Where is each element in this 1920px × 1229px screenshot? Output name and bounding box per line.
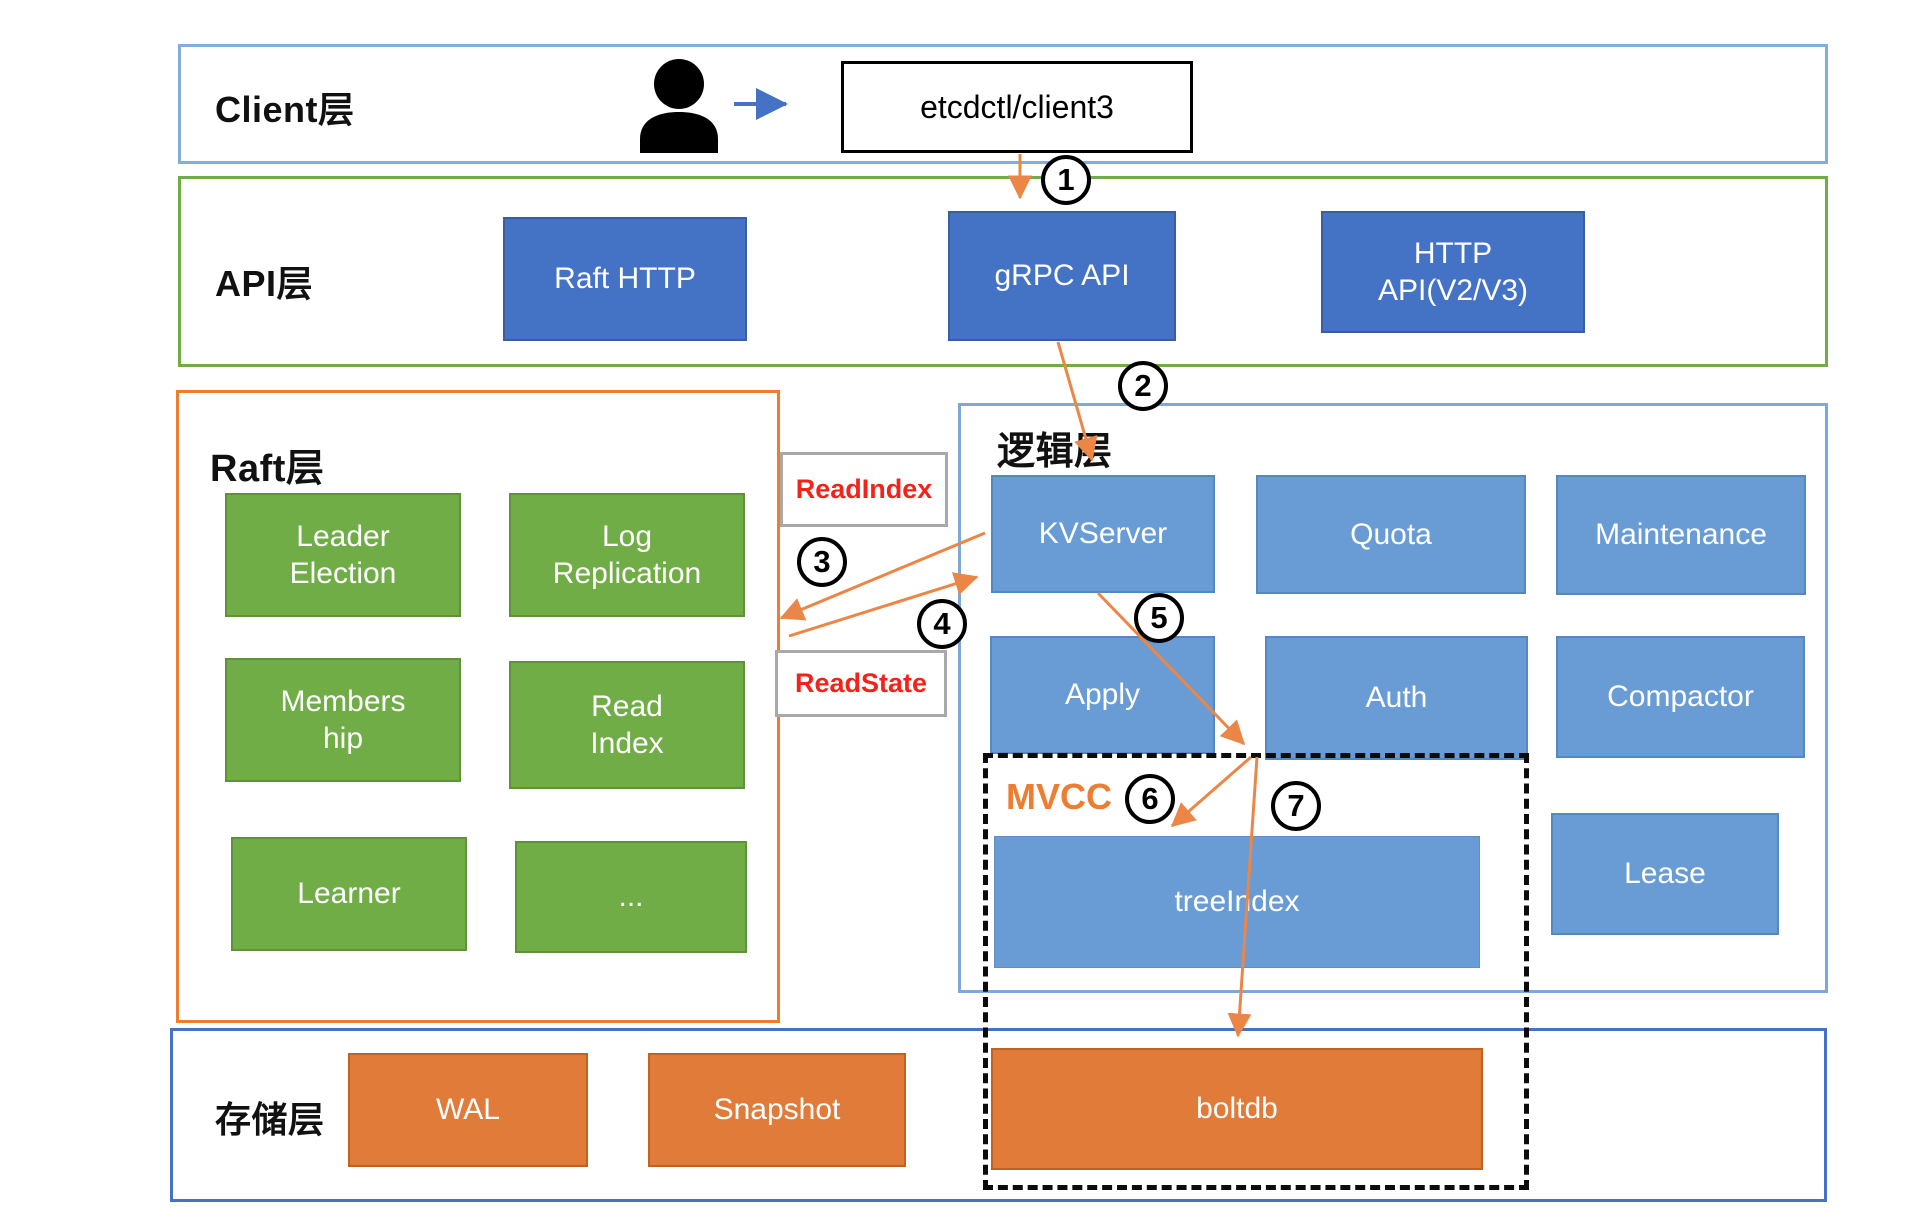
etcdctl-client3-label: etcdctl/client3 bbox=[920, 88, 1114, 125]
compactor-box: Compactor bbox=[1556, 636, 1805, 758]
lease-box: Lease bbox=[1551, 813, 1779, 935]
storage-layer-box: 存储层 WAL Snapshot bbox=[170, 1028, 1827, 1202]
treeindex-label: treeIndex bbox=[1174, 885, 1300, 919]
step-4-number: 4 bbox=[933, 606, 951, 641]
snapshot-box: Snapshot bbox=[648, 1053, 906, 1167]
readstate-message-label: ReadState bbox=[794, 668, 928, 698]
readstate-message-box: ReadState bbox=[775, 650, 947, 717]
step-2-number: 2 bbox=[1134, 368, 1152, 403]
lease-label: Lease bbox=[1624, 857, 1706, 891]
readindex-message-box: ReadIndex bbox=[780, 452, 948, 527]
grpc-api-label: gRPC API bbox=[994, 259, 1130, 293]
logic-layer-label: 逻辑层 bbox=[997, 431, 1113, 473]
http-api-box: HTTP API(V2/V3) bbox=[1321, 211, 1585, 333]
client-layer-box: Client层 etcdctl/client3 bbox=[178, 44, 1828, 164]
step-circle-1: 1 bbox=[1041, 155, 1091, 205]
step-6-number: 6 bbox=[1141, 781, 1159, 816]
step-circle-3: 3 bbox=[797, 537, 847, 587]
step-circle-7: 7 bbox=[1271, 781, 1321, 831]
step-circle-2: 2 bbox=[1118, 361, 1168, 411]
apply-label: Apply bbox=[1064, 678, 1141, 712]
step-1-number: 1 bbox=[1057, 162, 1075, 197]
maintenance-label: Maintenance bbox=[1595, 518, 1767, 552]
raft-layer-box: Raft层 Leader Election Log Replication Me… bbox=[176, 390, 780, 1023]
read-index-box: Read Index bbox=[509, 661, 745, 789]
boltdb-box: boltdb bbox=[991, 1048, 1483, 1170]
auth-label: Auth bbox=[1365, 681, 1428, 715]
step-circle-4: 4 bbox=[917, 599, 967, 649]
client-layer-label: Client层 bbox=[215, 89, 355, 130]
quota-label: Quota bbox=[1350, 517, 1432, 551]
auth-box: Auth bbox=[1265, 636, 1528, 760]
learner-label: Learner bbox=[297, 877, 401, 911]
raft-more-box: ... bbox=[515, 841, 747, 953]
raft-http-box: Raft HTTP bbox=[503, 217, 747, 341]
step-7-number: 7 bbox=[1287, 788, 1305, 823]
leader-election-label: Leader Election bbox=[289, 519, 397, 591]
membership-label: Members hip bbox=[280, 684, 406, 756]
readindex-message-label: ReadIndex bbox=[795, 474, 933, 504]
membership-box: Members hip bbox=[225, 658, 461, 782]
learner-box: Learner bbox=[231, 837, 467, 951]
quota-box: Quota bbox=[1256, 475, 1526, 594]
http-api-label: HTTP API(V2/V3) bbox=[1377, 236, 1529, 308]
api-layer-box: API层 Raft HTTP gRPC API HTTP API(V2/V3) bbox=[178, 176, 1828, 367]
step-5-number: 5 bbox=[1150, 600, 1168, 635]
step-circle-5: 5 bbox=[1134, 593, 1184, 643]
raft-http-label: Raft HTTP bbox=[554, 262, 696, 296]
log-replication-label: Log Replication bbox=[552, 519, 702, 591]
step-circle-6: 6 bbox=[1125, 774, 1175, 824]
etcdctl-client3-box: etcdctl/client3 bbox=[841, 61, 1193, 153]
apply-box: Apply bbox=[990, 636, 1215, 754]
mvcc-dashed-box: MVCC treeIndex boltdb bbox=[983, 753, 1529, 1190]
read-index-label: Read Index bbox=[590, 689, 664, 761]
treeindex-box: treeIndex bbox=[994, 836, 1480, 968]
compactor-label: Compactor bbox=[1607, 680, 1754, 714]
user-icon bbox=[633, 57, 725, 153]
snapshot-label: Snapshot bbox=[713, 1093, 841, 1127]
raft-more-label: ... bbox=[618, 880, 644, 914]
api-layer-label: API层 bbox=[215, 263, 314, 304]
step-3-number: 3 bbox=[813, 544, 831, 579]
wal-box: WAL bbox=[348, 1053, 588, 1167]
grpc-api-box: gRPC API bbox=[948, 211, 1176, 341]
wal-label: WAL bbox=[436, 1093, 500, 1127]
log-replication-box: Log Replication bbox=[509, 493, 745, 617]
leader-election-box: Leader Election bbox=[225, 493, 461, 617]
boltdb-label: boltdb bbox=[1196, 1092, 1278, 1126]
kvserver-label: KVServer bbox=[1038, 517, 1168, 551]
raft-layer-label: Raft层 bbox=[210, 448, 325, 490]
storage-layer-label: 存储层 bbox=[215, 1099, 325, 1140]
kvserver-box: KVServer bbox=[991, 475, 1215, 593]
maintenance-box: Maintenance bbox=[1556, 475, 1806, 595]
mvcc-label: MVCC bbox=[1006, 776, 1112, 817]
